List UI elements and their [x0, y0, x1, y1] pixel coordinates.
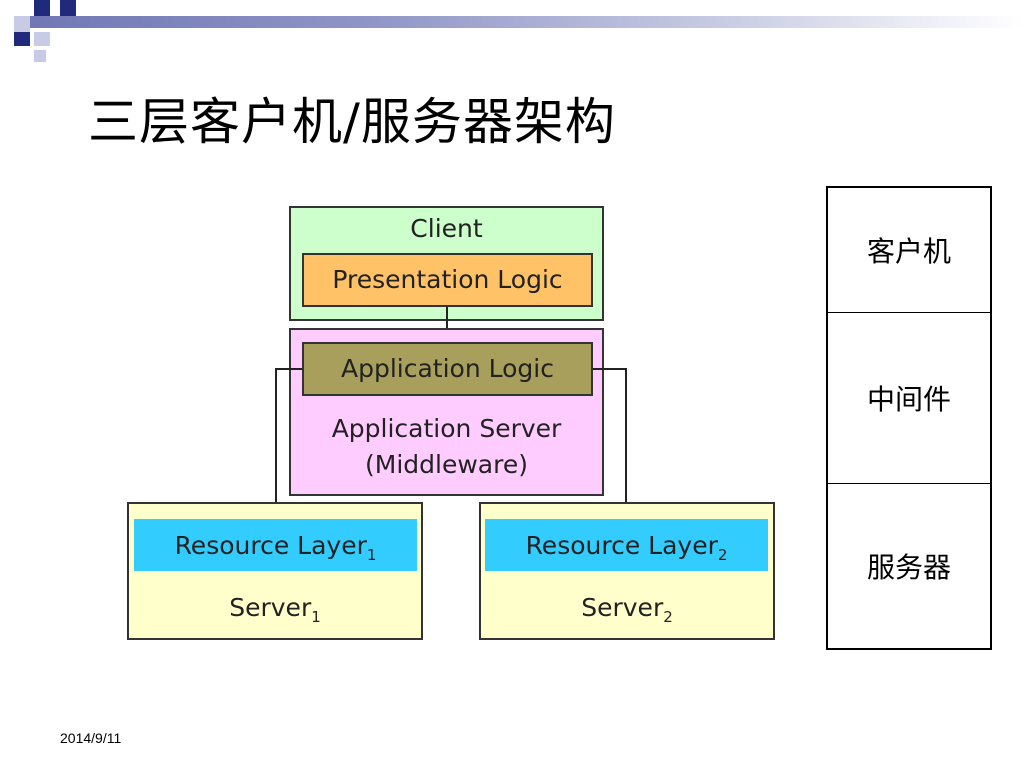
- server-2-subscript: 2: [663, 608, 673, 626]
- resource-layer-2-box: [485, 519, 768, 571]
- server-1-label: Server1: [127, 593, 423, 626]
- decor-square-navy: [60, 0, 76, 16]
- resource-layer-1-subscript: 1: [366, 546, 377, 564]
- connector-app-resource2-h: [593, 368, 627, 370]
- server-2-label: Server2: [479, 593, 775, 626]
- resource-layer-1-text: Resource Layer: [174, 531, 367, 560]
- presentation-logic-label: Presentation Logic: [332, 265, 563, 294]
- app-server-label: Application Server: [331, 414, 562, 443]
- tier-table-cell: 中间件: [866, 383, 951, 416]
- decor-square-light: [34, 50, 46, 62]
- tier-table: 客户机 中间件 服务器: [826, 186, 992, 650]
- middleware-label: (Middleware): [365, 450, 528, 479]
- connector-app-resource1-h: [275, 368, 302, 370]
- decor-square-navy: [14, 32, 30, 46]
- resource-layer-1-label: Resource Layer1: [134, 531, 417, 564]
- resource-layer-2-label: Resource Layer2: [485, 531, 768, 564]
- decor-square-light: [14, 16, 30, 32]
- slide-title: 三层客户机/服务器架构: [88, 93, 616, 151]
- tier-table-cell: 服务器: [866, 551, 951, 584]
- connector-client-app: [446, 307, 448, 343]
- tier-table-row-client: 客户机: [828, 188, 990, 313]
- resource-layer-2-subscript: 2: [717, 546, 728, 564]
- resource-layer-1-box: [134, 519, 417, 571]
- application-logic-label: Application Logic: [341, 354, 554, 383]
- decor-square-light: [34, 32, 50, 46]
- server-1-subscript: 1: [311, 608, 321, 626]
- client-label: Client: [410, 214, 483, 243]
- server-1-text: Server: [229, 593, 312, 622]
- server-2-text: Server: [581, 593, 664, 622]
- resource-layer-2-text: Resource Layer: [525, 531, 718, 560]
- decor-square-navy: [34, 0, 50, 16]
- tier-table-cell: 客户机: [866, 235, 951, 268]
- presentation-logic-box: [302, 253, 593, 307]
- connector-app-resource2-v: [625, 368, 627, 519]
- tier-table-row-server: 服务器: [828, 484, 990, 648]
- application-logic-box: [302, 342, 593, 396]
- slide-date: 2014/9/11: [60, 730, 122, 746]
- tier-table-row-middleware: 中间件: [828, 313, 990, 484]
- header-gradient-bar: [14, 16, 1024, 28]
- connector-app-resource1-v: [275, 368, 277, 519]
